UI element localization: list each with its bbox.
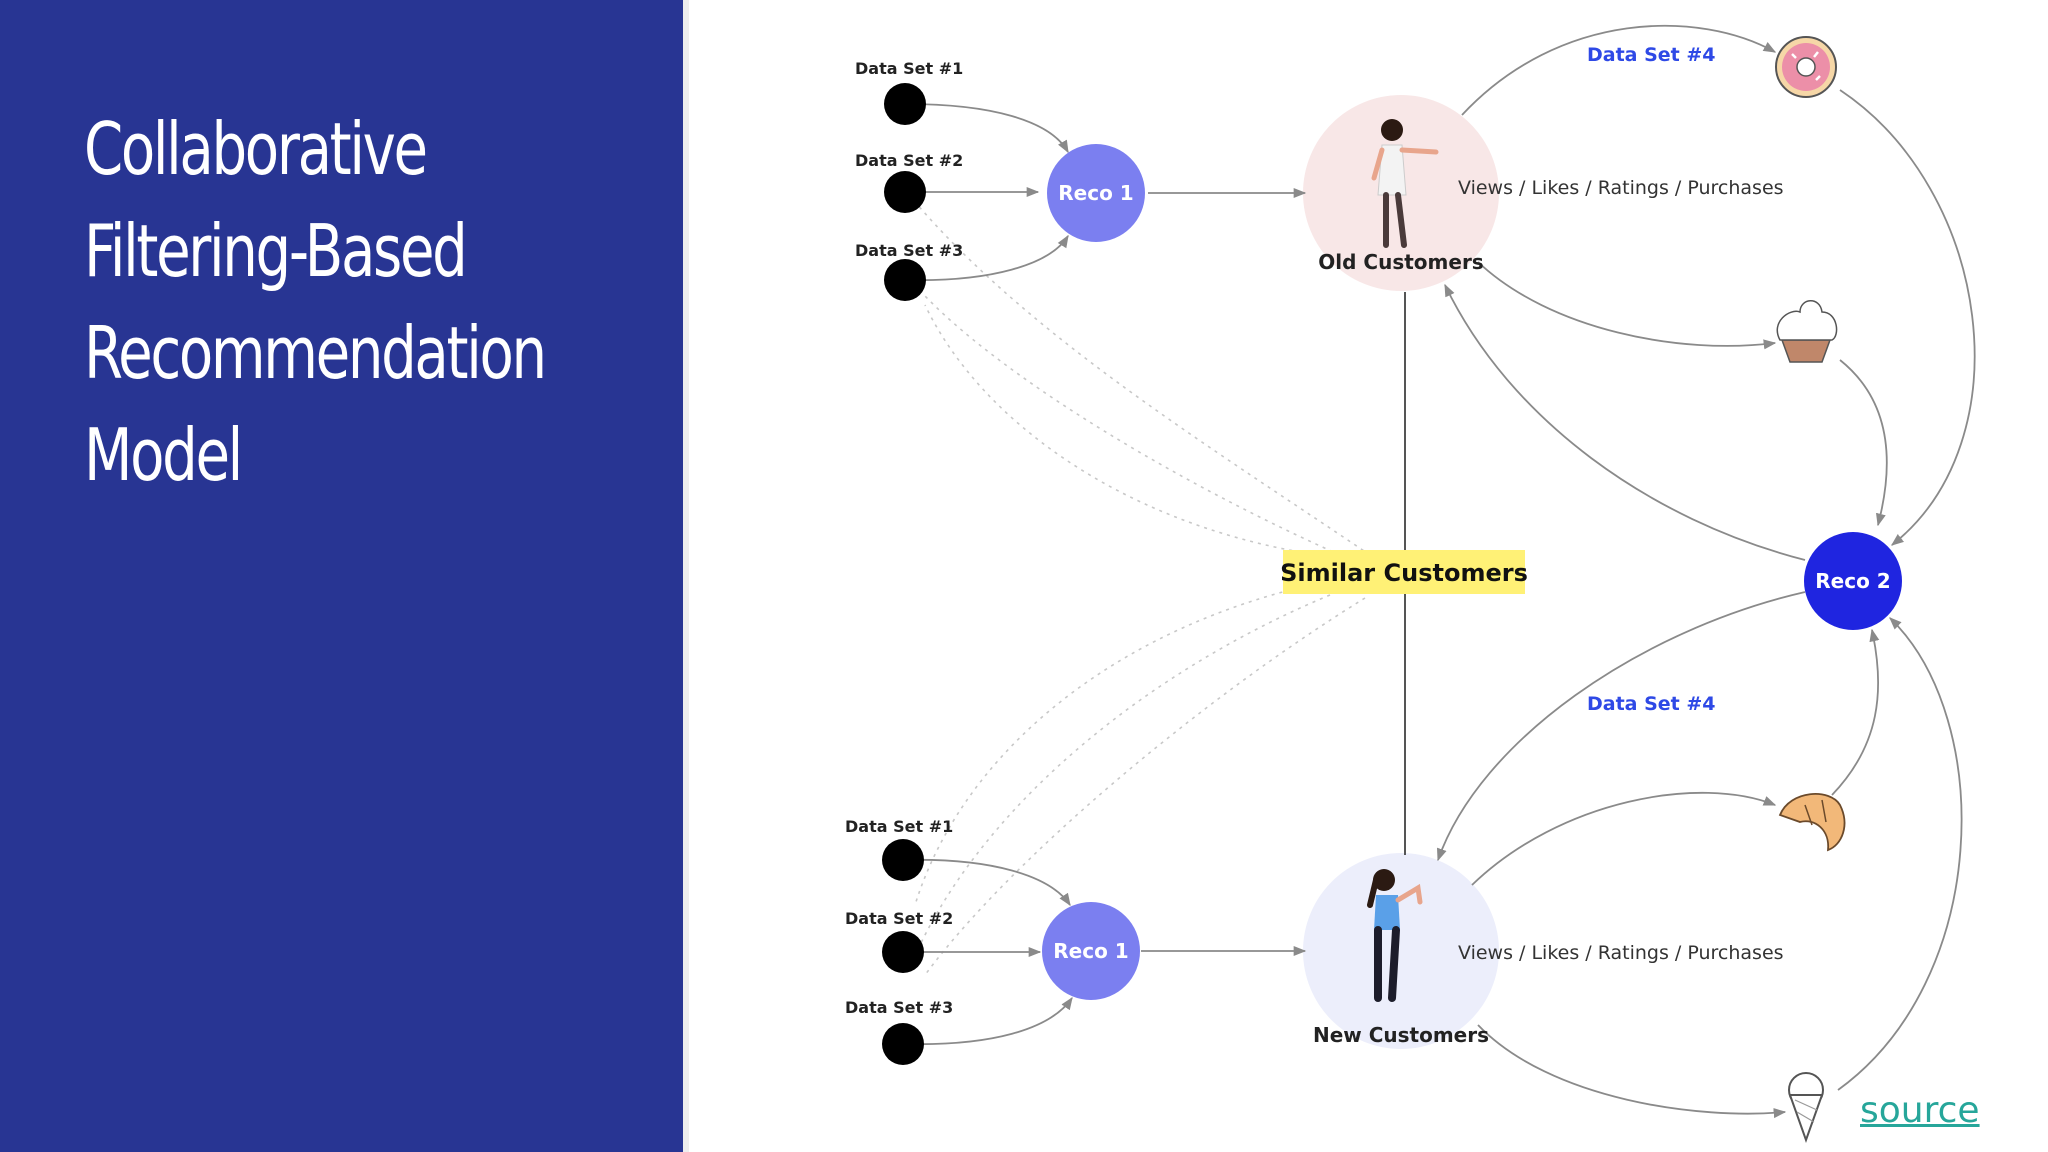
old-customer-figure — [1371, 119, 1439, 248]
dataset-node — [882, 931, 924, 973]
title-line: Recommendation — [84, 311, 547, 395]
dataset-label: Data Set #3 — [855, 241, 963, 260]
dataset4-label: Data Set #4 — [1587, 693, 1716, 715]
old-customers-label: Old Customers — [1318, 250, 1483, 274]
new-customers-bubble — [1303, 853, 1499, 1049]
reco2-node — [1804, 532, 1902, 630]
cupcake-icon — [1776, 300, 1838, 363]
title-line: Collaborative — [84, 107, 428, 191]
interaction-label: Views / Likes / Ratings / Purchases — [1458, 177, 1784, 199]
similar-customers-label: Similar Customers — [1280, 559, 1528, 587]
title-line: Filtering-Based — [84, 209, 468, 293]
similarity-links — [904, 189, 1371, 976]
interaction-edges — [1437, 24, 1976, 1119]
reco1-bottom-node — [1042, 902, 1140, 1000]
new-customers-label: New Customers — [1313, 1023, 1489, 1047]
dataset4-label: Data Set #4 — [1587, 44, 1716, 66]
dataset-node — [882, 839, 924, 881]
page-title: Collaborative Filtering-Based Recommenda… — [84, 98, 547, 506]
reco1-top-label: Reco 1 — [1058, 181, 1133, 205]
dataset-node — [884, 259, 926, 301]
reco1-top-node — [1047, 144, 1145, 242]
top-dataset-edges — [905, 103, 1307, 282]
croissant-icon — [1778, 793, 1846, 852]
interaction-label: Views / Likes / Ratings / Purchases — [1458, 942, 1784, 964]
dataset-node — [882, 1023, 924, 1065]
dataset-label: Data Set #1 — [855, 59, 963, 78]
panel-divider — [683, 0, 689, 1152]
dataset-node — [884, 83, 926, 125]
dataset-label: Data Set #2 — [855, 151, 963, 170]
dataset-node — [884, 171, 926, 213]
donut-icon — [1775, 36, 1837, 98]
bottom-dataset-edges — [904, 858, 1307, 1046]
title-panel: Collaborative Filtering-Based Recommenda… — [0, 0, 683, 1152]
dataset-label: Data Set #2 — [845, 909, 953, 928]
new-customer-figure — [1367, 869, 1423, 1002]
title-line: Model — [84, 413, 243, 497]
reco2-label: Reco 2 — [1815, 569, 1890, 593]
reco1-bottom-label: Reco 1 — [1053, 939, 1128, 963]
dataset-label: Data Set #3 — [845, 998, 953, 1017]
dataset-label: Data Set #1 — [845, 817, 953, 836]
ice-cream-icon — [1788, 1072, 1824, 1143]
similar-customers-highlight — [1283, 550, 1525, 594]
source-link[interactable]: source — [1860, 1090, 1980, 1131]
